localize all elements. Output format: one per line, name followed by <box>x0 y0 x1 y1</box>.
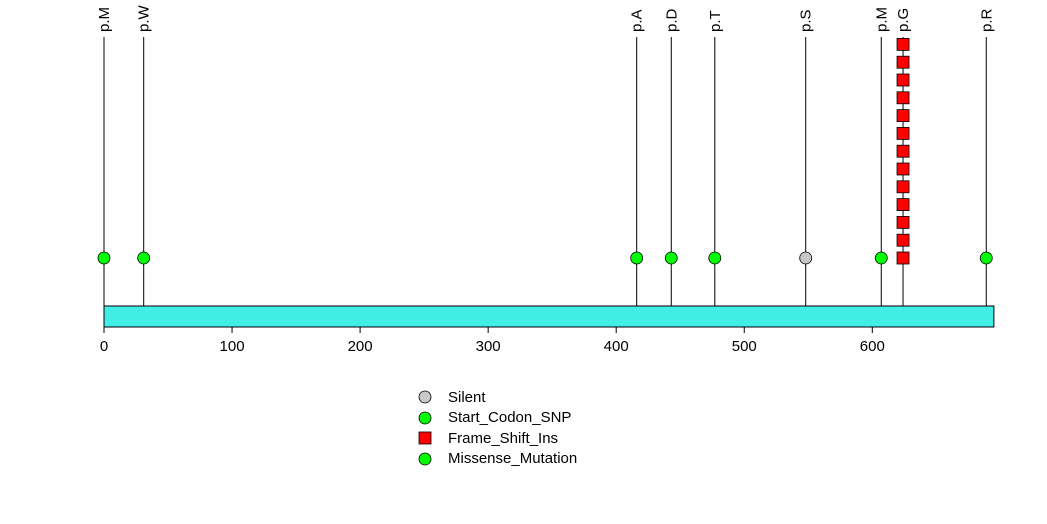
x-tick-label: 500 <box>732 338 757 355</box>
legend-item: Start_Codon_SNP <box>417 408 577 429</box>
mutation-label: p.A <box>629 9 646 32</box>
legend-label: Silent <box>448 388 486 406</box>
legend-item: Silent <box>417 387 577 408</box>
x-tick-label: 200 <box>348 338 373 355</box>
mutation-marker <box>664 251 678 265</box>
frame-shift-marker <box>896 215 910 229</box>
mutation-label: p.T <box>707 10 724 32</box>
mutation-markers <box>97 38 993 265</box>
mutation-marker <box>137 251 151 265</box>
mutation-label: p.D <box>663 8 680 32</box>
legend-item: Missense_Mutation <box>417 449 577 470</box>
mutation-marker <box>708 251 722 265</box>
x-tick-label: 300 <box>476 338 501 355</box>
frame-shift-marker <box>896 180 910 194</box>
frame-shift-marker <box>896 109 910 122</box>
frame-shift-marker <box>896 198 910 212</box>
mutation-marker <box>799 251 813 265</box>
x-tick-label: 0 <box>100 338 108 355</box>
frame-shift-marker <box>896 233 910 247</box>
x-tick-label: 100 <box>220 338 245 355</box>
x-axis: 0 100 200 300 400 500 600 <box>100 326 885 355</box>
legend: Silent Start_Codon_SNP Frame_Shift_Ins M… <box>417 387 577 469</box>
x-tick-label: 600 <box>860 338 885 355</box>
frame-shift-marker <box>896 251 910 265</box>
legend-label: Start_Codon_SNP <box>448 409 572 427</box>
legend-marker-start-codon-snp <box>417 410 433 426</box>
mutation-marker <box>630 251 644 265</box>
frame-shift-marker <box>896 38 910 51</box>
frame-shift-marker <box>896 127 910 140</box>
mutation-label: p.M <box>873 7 890 32</box>
frame-shift-marker <box>896 73 910 87</box>
mutation-marker <box>979 251 993 265</box>
legend-label: Missense_Mutation <box>448 450 578 468</box>
legend-item: Frame_Shift_Ins <box>417 428 577 449</box>
mutation-stems <box>103 37 987 327</box>
legend-label: Frame_Shift_Ins <box>448 429 559 447</box>
mutation-label: p.G <box>895 8 912 32</box>
mutation-label: p.M <box>96 7 113 32</box>
mutation-labels: p.M p.W p.A p.D p.T p.S p.M p.G p.R <box>96 4 995 32</box>
mutation-marker <box>874 251 888 265</box>
mutation-label: p.S <box>798 9 815 32</box>
frame-shift-marker <box>896 162 910 176</box>
protein-bar <box>103 305 995 328</box>
legend-marker-missense-mutation <box>417 451 433 467</box>
mutation-marker <box>97 251 111 265</box>
frame-shift-marker <box>896 55 910 69</box>
legend-marker-frame-shift-ins <box>417 430 433 446</box>
frame-shift-marker <box>896 91 910 105</box>
x-tick-label: 400 <box>604 338 629 355</box>
frame-shift-marker <box>896 144 910 158</box>
mutation-label: p.W <box>136 4 153 32</box>
mutation-label: p.R <box>978 8 995 32</box>
legend-marker-silent <box>417 389 433 405</box>
